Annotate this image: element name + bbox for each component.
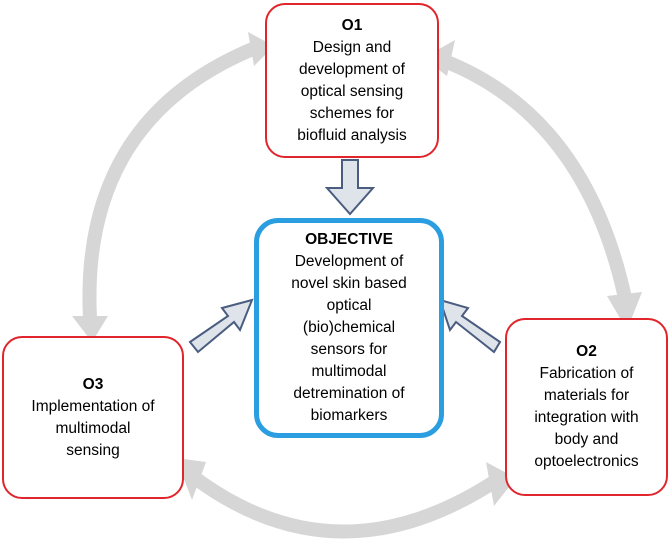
cycle-arrow-o2-to-o3 [176,458,516,539]
box-title: O1 [341,16,363,34]
objective-box-o1: O1 Design and development of optical sen… [265,3,439,158]
pointer-arrow-o1-to-objective [324,159,376,216]
objective-box-o2: O2 Fabrication of materials for integrat… [505,318,668,496]
pointer-arrow-o3-to-objective [188,298,254,354]
objective-box-o3: O3 Implementation of multimodal sensing [2,336,184,499]
box-body: Development of novel skin based optical … [291,253,407,424]
box-body: Fabrication of materials for integration… [534,365,639,470]
box-body: Design and development of optical sensin… [297,38,407,144]
cycle-arrow-o3-to-o1 [72,32,274,342]
box-title: O2 [576,343,597,360]
main-objective-box: OBJECTIVE Development of novel skin base… [254,218,444,438]
pointer-arrow-o2-to-objective [438,298,502,354]
box-title: OBJECTIVE [305,231,393,248]
cycle-arrow-o1-to-o2 [423,40,642,330]
box-body: Implementation of multimodal sensing [31,397,155,459]
box-title: O3 [82,375,104,393]
